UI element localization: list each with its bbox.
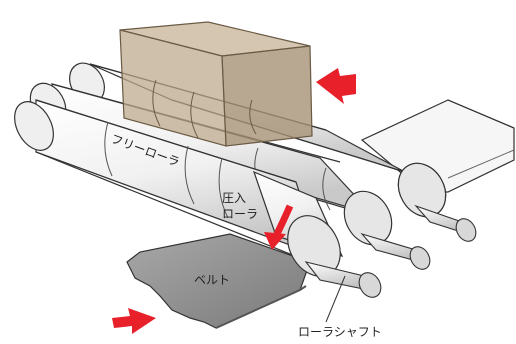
roller-shaft-1 <box>414 204 477 242</box>
roller-shaft-label: ローラシャフト <box>298 325 382 339</box>
pressure-roller-label-line1: 圧入 <box>222 191 246 205</box>
product-box <box>119 21 313 147</box>
arrow-right-icon <box>112 308 156 334</box>
curved-arrow-down-icon <box>264 204 294 250</box>
pressure-roller-label-line2: ローラ <box>222 207 258 221</box>
arrow-left-icon <box>316 68 356 104</box>
roller-shaft-2 <box>360 232 431 270</box>
roller-shaft-3 <box>304 261 382 298</box>
belt-lower-section <box>126 233 311 329</box>
roller-shaft-leader <box>325 275 346 323</box>
belt-label: ベルト <box>194 273 230 287</box>
